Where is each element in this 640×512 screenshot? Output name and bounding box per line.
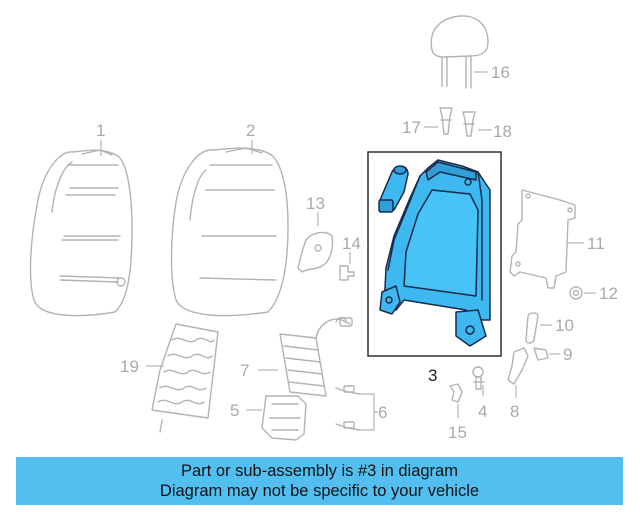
callout-4: 4 — [478, 402, 487, 421]
callout-12: 12 — [599, 284, 618, 303]
callout-9: 9 — [563, 345, 572, 364]
callout-19: 19 — [120, 357, 139, 376]
part-info-banner: Part or sub-assembly is #3 in diagram Di… — [16, 457, 623, 505]
part-2-seat-cushion — [170, 147, 289, 317]
part-12-nut — [569, 286, 583, 300]
callout-6: 6 — [378, 403, 387, 422]
part-9-clip — [533, 347, 549, 361]
part-16-headrest — [430, 15, 489, 89]
callout-17: 17 — [402, 118, 421, 137]
callout-5: 5 — [230, 401, 239, 420]
part-5-bracket — [261, 395, 307, 441]
callout-2: 2 — [246, 121, 255, 140]
part-1-seat-cushion — [29, 149, 133, 317]
part-19-heater-pad — [151, 323, 219, 433]
part-3-frame-box — [367, 151, 502, 357]
part-17-guide — [439, 107, 453, 135]
callout-13: 13 — [306, 194, 325, 213]
callout-1: 1 — [96, 121, 105, 140]
callout-7: 7 — [240, 361, 249, 380]
part-6-cables — [335, 385, 361, 431]
callout-16: 16 — [491, 63, 510, 82]
part-7-lumbar-mat — [279, 317, 353, 397]
part-3-seat-back-frame — [378, 159, 491, 347]
parts-diagram: 1 2 16 17 18 — [29, 15, 618, 442]
part-15-clip — [449, 383, 463, 403]
part-8-lever — [507, 347, 529, 385]
callout-18: 18 — [493, 122, 512, 141]
banner-line-1: Part or sub-assembly is #3 in diagram — [181, 462, 458, 480]
callout-8: 8 — [510, 402, 519, 421]
part-10-bracket — [525, 312, 539, 344]
callout-3: 3 — [428, 366, 437, 385]
callout-14: 14 — [342, 234, 361, 253]
part-4-bolt — [472, 366, 485, 390]
banner-line-2: Diagram may not be specific to your vehi… — [159, 482, 480, 500]
part-13-recliner-cover — [297, 231, 334, 273]
callout-11: 11 — [587, 234, 605, 253]
callout-10: 10 — [555, 316, 574, 335]
part-11-side-panel — [509, 189, 576, 289]
part-14-screw — [339, 265, 355, 281]
part-18-guide — [462, 111, 476, 137]
callout-15: 15 — [448, 423, 467, 442]
